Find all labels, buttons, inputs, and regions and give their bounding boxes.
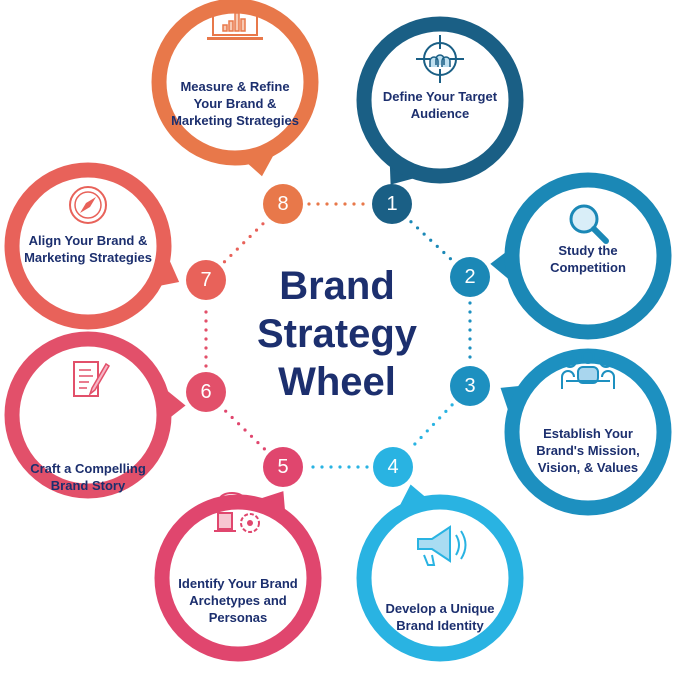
step-label: Craft a Compelling Brand Story (30, 461, 146, 493)
step-number-badge (372, 184, 412, 224)
title-line-1: Brand (279, 264, 395, 308)
bubble-ring (504, 172, 672, 340)
step-bubble-4 (356, 447, 524, 662)
step-number-badge (263, 184, 303, 224)
step-number: 8 (277, 193, 289, 215)
step-label: Identify Your Brand Archetypes and Perso… (178, 576, 298, 625)
dotted-connector (222, 220, 267, 264)
team-meeting-icon (561, 350, 615, 389)
bubble-ring (356, 494, 524, 662)
document-pen-icon (73, 361, 111, 397)
magnifier-icon (569, 204, 609, 244)
dotted-connector (223, 408, 266, 451)
step-label: Study the Competition (550, 243, 626, 275)
step-bubble-7 (4, 162, 226, 330)
mask-hat-flower-icon (214, 492, 260, 533)
step-number: 2 (464, 266, 476, 288)
step-number: 7 (200, 269, 212, 291)
step-bubble-3 (450, 348, 672, 516)
bubble-ring (154, 494, 322, 662)
step-label: Measure & Refine Your Brand & Marketing … (171, 79, 299, 128)
step-number: 5 (277, 456, 289, 478)
step-number-badge (450, 366, 490, 406)
step-label: Establish Your Brand's Mission, Vision, … (536, 426, 640, 475)
step-number: 6 (200, 381, 212, 403)
bubble-ring (4, 331, 172, 499)
laptop-chart-icon (207, 4, 263, 40)
bubble-ring (504, 348, 672, 516)
step-number-badge (186, 372, 226, 412)
step-number: 3 (464, 375, 476, 397)
step-label: Align Your Brand & Marketing Strategies (24, 233, 152, 265)
step-bubble-2 (450, 172, 672, 340)
megaphone-icon (417, 525, 467, 566)
compass-icon (69, 186, 107, 224)
step-label: Define Your Target Audience (382, 89, 498, 121)
step-label: Develop a Unique Brand Identity (385, 601, 495, 633)
dotted-connector (409, 403, 454, 450)
bubble-ring (356, 16, 524, 184)
dotted-connector (409, 220, 453, 261)
bubble-ring (4, 162, 172, 330)
step-number: 4 (387, 456, 399, 478)
step-number-badge (373, 447, 413, 487)
step-bubble-6 (4, 331, 226, 499)
wheel-title: Brand Strategy Wheel (187, 262, 487, 406)
step-number-badge (450, 257, 490, 297)
step-bubble-5 (154, 447, 322, 662)
step-bubble-1 (356, 16, 524, 224)
target-audience-icon (416, 35, 464, 83)
title-line-2: Strategy (256, 312, 418, 356)
step-number: 1 (386, 193, 398, 215)
title-line-3: Wheel (278, 360, 396, 404)
step-number-badge (263, 447, 303, 487)
step-number-badge (186, 260, 226, 300)
step-bubble-8 (151, 0, 319, 224)
